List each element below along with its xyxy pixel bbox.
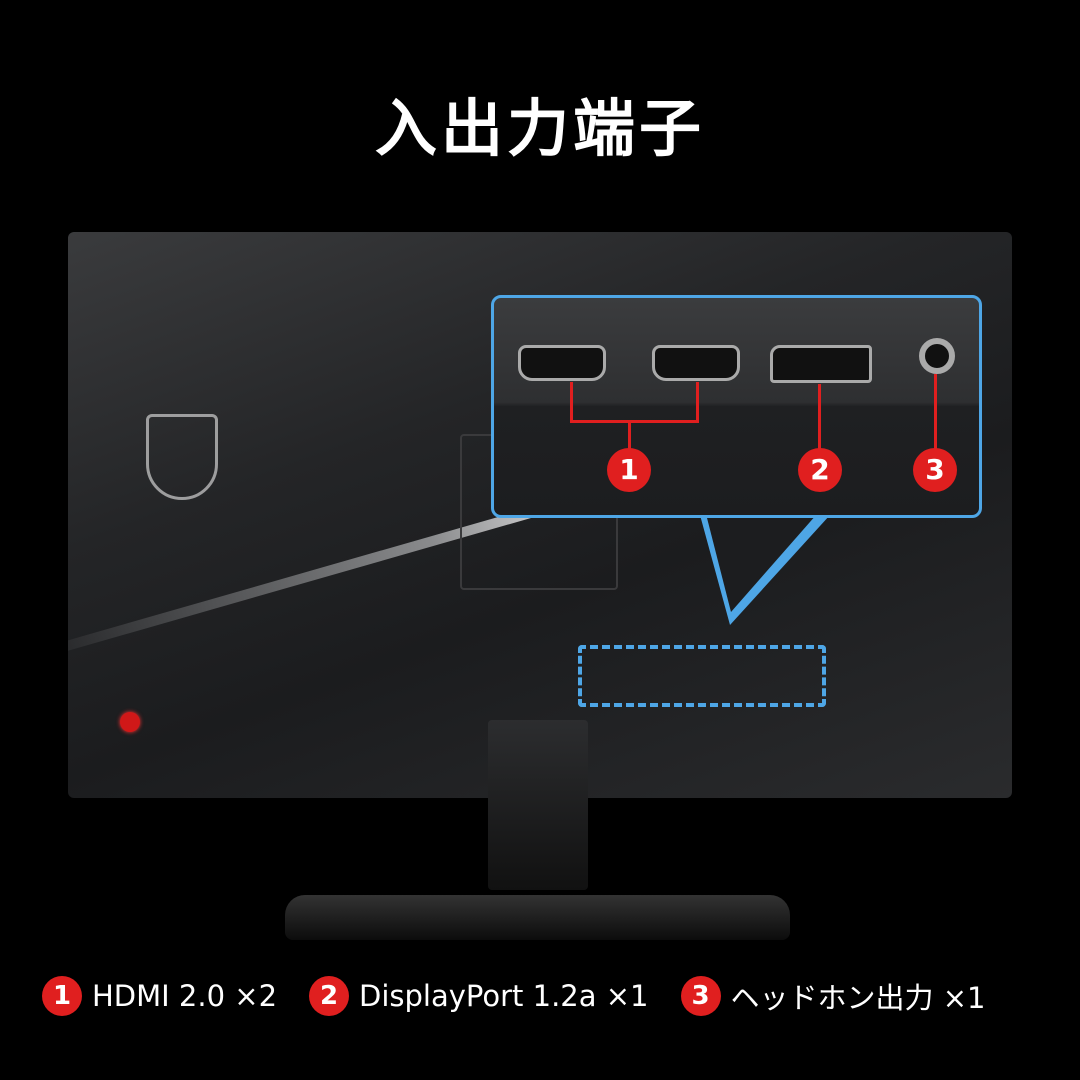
headphone-jack-icon (919, 338, 955, 374)
monitor-base (285, 895, 790, 940)
port-legend: 1 HDMI 2.0 ×2 2 DisplayPort 1.2a ×1 3 ヘッ… (42, 975, 1007, 1017)
power-button-icon (120, 712, 140, 732)
legend-label: ヘッドホン出力 ×1 (730, 981, 986, 1015)
hdmi-port-icon (518, 345, 606, 381)
port-callout: 1 2 3 (491, 295, 982, 518)
legend-num: 2 (309, 976, 350, 1016)
msi-dragon-logo-icon (146, 414, 218, 500)
legend-label: HDMI 2.0 ×2 (92, 979, 278, 1013)
monitor-stand (488, 720, 588, 890)
marker-2: 2 (798, 448, 842, 492)
legend-num: 1 (42, 976, 82, 1016)
legend-label: DisplayPort 1.2a ×1 (359, 979, 649, 1013)
marker-3: 3 (913, 448, 957, 492)
port-area-highlight (578, 645, 826, 707)
marker-1: 1 (607, 448, 651, 492)
hdmi-port-icon (652, 345, 740, 381)
legend-num: 3 (680, 976, 721, 1016)
page-title: 入出力端子 (374, 92, 705, 165)
displayport-port-icon (770, 345, 872, 383)
